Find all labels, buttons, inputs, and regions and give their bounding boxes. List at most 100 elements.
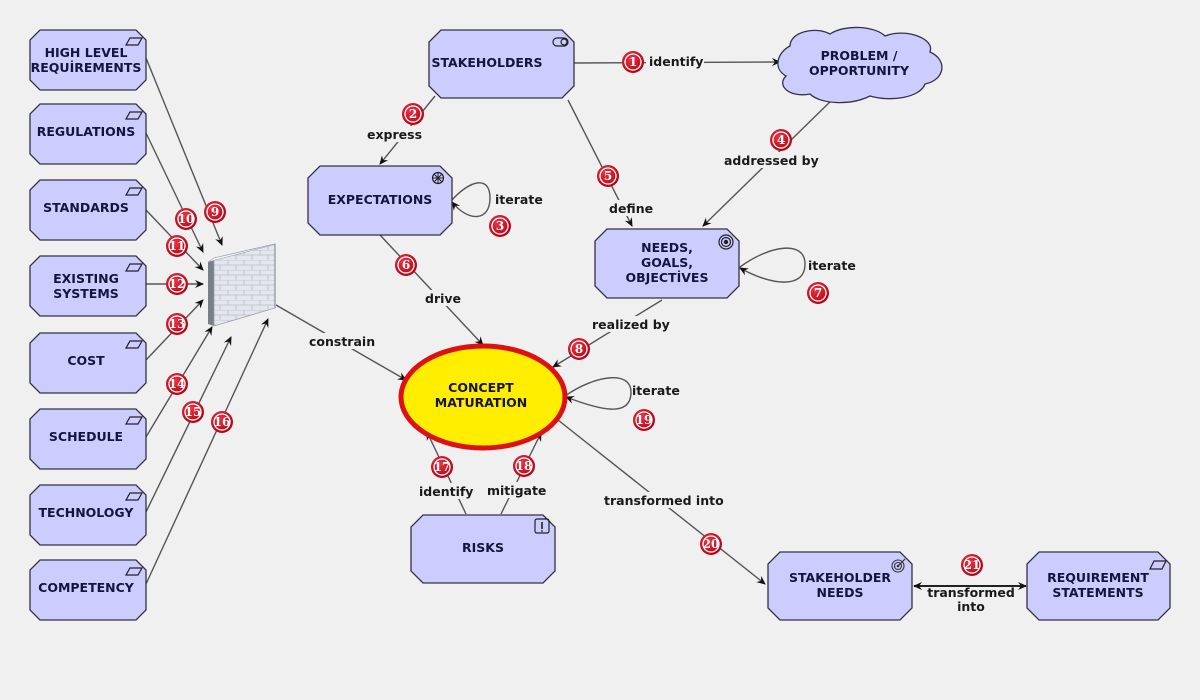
node-expectations[interactable]: EXPECTATIONS [307, 165, 453, 236]
step-badge-19: 19 [633, 409, 655, 431]
node-requirement-statements[interactable]: REQUIREMENT STATEMENTS [1026, 551, 1171, 621]
step-badge-number: 7 [814, 286, 822, 300]
label-express: express [367, 127, 422, 142]
parallelogram-icon [124, 340, 144, 349]
step-badge-18: 18 [513, 455, 535, 477]
node-schedule-label: SCHEDULE [49, 429, 123, 444]
label-transformed-into: transformed into [604, 493, 724, 508]
step-badge-13: 13 [166, 313, 188, 335]
step-badge-number: 13 [169, 317, 186, 331]
wheel-icon [431, 171, 445, 185]
edge-realized-by[interactable] [552, 299, 663, 368]
node-risks-label: RISKS [462, 540, 504, 555]
brick-wall-icon[interactable] [207, 243, 276, 327]
step-badge-number: 8 [575, 342, 583, 356]
step-badge-2: 2 [402, 103, 424, 125]
step-badge-number: 12 [169, 277, 186, 291]
step-badge-6: 6 [395, 254, 417, 276]
step-badge-17: 17 [431, 456, 453, 478]
label-iterate-expectations: iterate [495, 192, 543, 207]
node-existing-systems-label: SYSTEMS [53, 286, 119, 301]
step-badge-1: 1 [622, 51, 644, 73]
step-badge-number: 15 [185, 405, 202, 419]
parallelogram-icon [124, 567, 144, 576]
node-expectations-label: EXPECTATIONS [328, 192, 433, 207]
node-stakeholders[interactable]: STAKEHOLDERS [428, 29, 575, 99]
edge-competency-to-wall[interactable] [145, 318, 269, 585]
exclamation-icon [534, 518, 550, 534]
node-regulations-label: REGULATIONS [37, 124, 136, 139]
step-badge-5: 5 [597, 165, 619, 187]
label-iterate-needs: iterate [808, 258, 856, 273]
toggle-icon [552, 37, 569, 47]
node-regulations[interactable]: REGULATIONS [29, 103, 147, 165]
node-stakeholder-needs-line1: STAKEHOLDER [789, 570, 891, 585]
node-risks[interactable]: RISKS [410, 514, 556, 584]
parallelogram-icon [1149, 560, 1167, 570]
node-concept-label-line2: MATURATION [435, 395, 527, 410]
step-badge-3: 3 [489, 215, 511, 237]
step-badge-number: 16 [214, 415, 231, 429]
node-concept-label-line1: CONCEPT [448, 380, 514, 395]
node-stakeholder-needs[interactable]: STAKEHOLDER NEEDS [767, 551, 913, 621]
edge-expectations-iterate[interactable] [451, 182, 491, 218]
step-badge-14: 14 [166, 373, 188, 395]
step-badge-number: 20 [703, 537, 720, 551]
node-stakeholders-label: STAKEHOLDERS [431, 55, 542, 70]
step-badge-20: 20 [700, 533, 722, 555]
label-constrain: constrain [309, 334, 375, 349]
edge-regulations-to-wall[interactable] [145, 132, 204, 253]
step-badge-16: 16 [211, 411, 233, 433]
parallelogram-icon [124, 37, 144, 46]
step-badge-number: 19 [636, 413, 653, 427]
dartboard-icon [891, 558, 906, 573]
step-badge-8: 8 [568, 338, 590, 360]
step-badge-7: 7 [807, 282, 829, 304]
node-schedule[interactable]: SCHEDULE [29, 408, 147, 470]
node-competency[interactable]: COMPETENCY [29, 559, 147, 621]
step-badge-number: 17 [434, 460, 451, 474]
edge-technology-to-wall[interactable] [145, 336, 232, 513]
step-badge-number: 5 [604, 169, 612, 183]
label-realized-by: realized by [592, 317, 670, 332]
parallelogram-icon [124, 263, 144, 272]
label-addressed-by: addressed by [724, 153, 819, 168]
node-problem-label-line2: OPPORTUNITY [809, 63, 910, 78]
label-define: define [609, 201, 653, 216]
label-drive: drive [425, 291, 461, 306]
node-needs-label-line1: NEEDS, [641, 240, 693, 255]
edge-concept-iterate[interactable] [564, 377, 632, 410]
node-technology-label: TECHNOLOGY [39, 505, 135, 520]
label-iterate-concept: iterate [632, 383, 680, 398]
node-competency-label: COMPETENCY [38, 580, 135, 595]
label-identify-risks: identify [419, 484, 473, 499]
step-badge-11: 11 [166, 235, 188, 257]
step-badge-number: 21 [964, 558, 981, 572]
step-badge-4: 4 [770, 129, 792, 151]
step-badge-number: 9 [211, 205, 219, 219]
node-standards-label: STANDARDS [43, 200, 129, 215]
edge-needs-iterate[interactable] [739, 247, 806, 283]
node-technology[interactable]: TECHNOLOGY [29, 484, 147, 546]
step-badge-number: 18 [516, 459, 533, 473]
parallelogram-icon [124, 187, 144, 196]
node-concept-maturation[interactable]: CONCEPT MATURATION [398, 343, 568, 451]
node-cost[interactable]: COST [29, 332, 147, 394]
node-high-level-requirements-label: REQUİREMENTS [31, 60, 142, 75]
step-badge-10: 10 [175, 208, 197, 230]
node-problem-opportunity[interactable]: PROBLEM / OPPORTUNITY [777, 26, 943, 104]
step-badge-number: 6 [402, 258, 410, 272]
label-transformed: transformed [927, 585, 1015, 600]
node-standards[interactable]: STANDARDS [29, 179, 147, 241]
label-identify: identify [649, 54, 703, 69]
node-existing-systems-label: EXISTING [53, 271, 119, 286]
step-badge-number: 10 [178, 212, 195, 226]
target-icon [718, 234, 734, 250]
node-needs-goals-objectives[interactable]: NEEDS, GOALS, OBJECTİVES [594, 228, 740, 299]
step-badge-number: 4 [777, 133, 785, 147]
